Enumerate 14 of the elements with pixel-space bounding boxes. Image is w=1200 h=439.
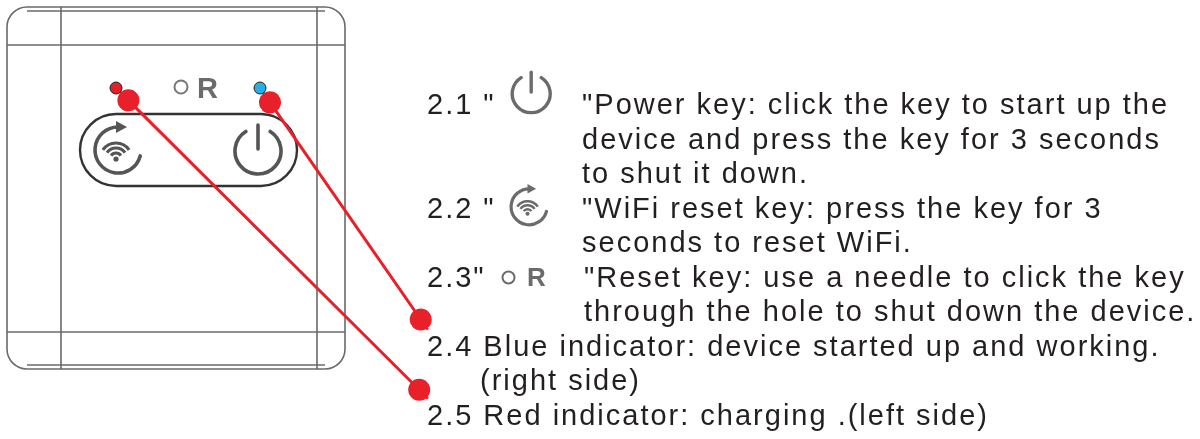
indicator-description: 2.5 Red indicator: charging .(left side) <box>427 397 1199 432</box>
reset-key-label: R <box>527 260 546 294</box>
indicator-light <box>109 81 123 95</box>
indicator-description: 2.4 Blue indicator: device started up and working. (right side) <box>427 328 1199 398</box>
item-number: 2.1 " <box>427 87 496 122</box>
item-number: 2.2 " <box>427 190 496 225</box>
key-description: "Reset key: use a needle to click the key through the hole to shut down the device. <box>584 259 1198 329</box>
reset-key-label: R <box>197 71 218 105</box>
item-number: 2.3" <box>427 259 486 294</box>
key-description: "WiFi reset key: press the key for 3 seconds to reset WiFi. <box>582 190 1104 260</box>
indicator-light <box>253 81 267 95</box>
leader-line <box>117 89 431 401</box>
leader-line <box>259 91 432 331</box>
key-description: "Power key: click the key to start up the device and press the key for 3 seconds to shut it down. <box>582 87 1171 191</box>
